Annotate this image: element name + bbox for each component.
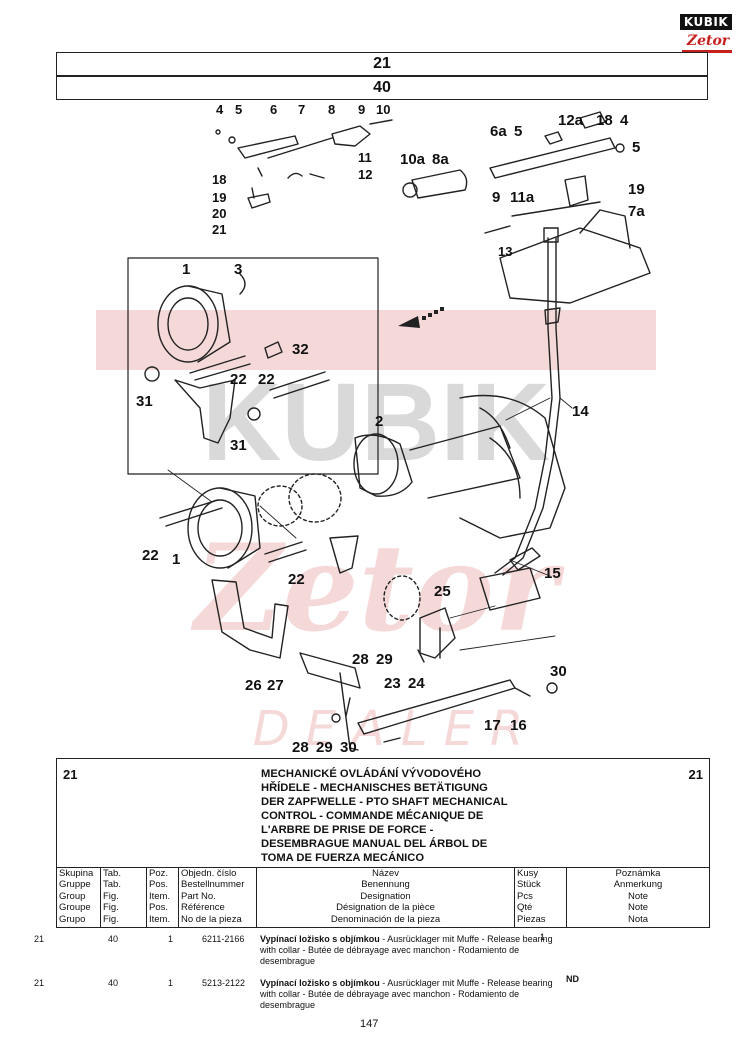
callout-15: 15 — [544, 565, 561, 582]
callout-18-top: 18 — [596, 112, 613, 129]
section-title: MECHANICKÉ OVLÁDÁNÍ VÝVODOVÉHO HŘÍDELE -… — [261, 767, 561, 865]
callout-20: 20 — [212, 206, 226, 221]
callout-14: 14 — [572, 403, 589, 420]
watermark-text: KUBIK — [202, 361, 550, 484]
callout-10a: 10a — [400, 151, 426, 168]
callout-29-lower: 29 — [316, 739, 333, 756]
title-line: DER ZAPFWELLE - PTO SHAFT MECHANICAL — [261, 796, 508, 808]
callout-27: 27 — [267, 677, 284, 694]
callout-16: 16 — [510, 717, 527, 734]
row-pos: 1 — [168, 978, 174, 988]
watermark-text-2: Zetor — [191, 518, 565, 659]
callout-13: 13 — [498, 244, 512, 259]
callout-12a: 12a — [558, 112, 584, 129]
callout-6a: 6a — [490, 123, 507, 140]
callout-22-inset-a: 22 — [230, 371, 247, 388]
title-line: DESEMBRAGUE MANUAL DEL ÁRBOL DE — [261, 838, 488, 850]
title-line: TOMA DE FUERZA MECÁNICO — [261, 852, 425, 864]
row-table: 40 — [108, 934, 119, 944]
row-description: Vypínací ložisko s objímkou - Ausrücklag… — [260, 934, 553, 966]
callout-22-inset-b: 22 — [258, 371, 275, 388]
dealer-watermark: KUBIK Zetor DEALER — [96, 310, 656, 757]
callout-6: 6 — [270, 102, 277, 117]
callout-9-right: 9 — [492, 189, 500, 206]
callout-31-inset-b: 31 — [230, 437, 247, 454]
callout-8: 8 — [328, 102, 335, 117]
title-line: HŘÍDELE - MECHANISCHES BETÄTIGUNG — [261, 782, 488, 794]
group-number-header: 21 — [56, 52, 708, 76]
row-qty: 1 — [540, 932, 546, 942]
callout-25: 25 — [434, 583, 451, 600]
row-order-number: 6211-2166 — [202, 934, 245, 944]
callout-5: 5 — [235, 102, 242, 117]
title-line: MECHANICKÉ OVLÁDÁNÍ VÝVODOVÉHO — [261, 768, 482, 780]
callout-30-lower: 30 — [340, 739, 357, 756]
callout-5-right: 5 — [632, 139, 640, 156]
callout-22-left: 22 — [142, 547, 159, 564]
callout-2: 2 — [375, 413, 383, 430]
title-block: 21 21 MECHANICKÉ OVLÁDÁNÍ VÝVODOVÉHO HŘÍ… — [56, 758, 710, 928]
kubik-zetor-logo: KUBIK Zetor — [676, 10, 736, 56]
callout-17: 17 — [484, 717, 501, 734]
title-group-right: 21 — [688, 767, 703, 782]
callout-7: 7 — [298, 102, 305, 117]
exploded-parts-drawing: 4 5 6 7 8 9 10 11 12 18 19 20 21 6a 5 12… — [127, 102, 651, 756]
row-order-number: 5213-2122 — [202, 978, 246, 988]
logo-brand: KUBIK — [680, 14, 732, 30]
callout-31-inset-a: 31 — [136, 393, 153, 410]
row-note: ND — [566, 974, 579, 984]
callout-28-lower: 28 — [292, 739, 309, 756]
callout-24: 24 — [408, 675, 425, 692]
callout-4: 4 — [216, 102, 224, 117]
row-table: 40 — [108, 978, 119, 988]
callout-12: 12 — [358, 167, 372, 182]
callout-7a: 7a — [628, 203, 645, 220]
title-group-left: 21 — [63, 767, 78, 782]
callout-23: 23 — [384, 675, 401, 692]
callout-19-right: 19 — [628, 181, 645, 198]
callout-28: 28 — [352, 651, 369, 668]
callout-32: 32 — [292, 341, 309, 358]
callout-11a: 11a — [510, 189, 535, 206]
callout-10: 10 — [376, 102, 390, 117]
table-number-header: 40 — [56, 76, 708, 100]
direction-arrow-icon — [398, 307, 444, 328]
callout-4-top: 4 — [620, 112, 629, 129]
callout-11: 11 — [358, 150, 372, 165]
callout-1: 1 — [182, 261, 190, 278]
page-number: 147 — [360, 1018, 379, 1030]
row-description: Vypínací ložisko s objímkou - Ausrücklag… — [260, 978, 553, 1010]
title-line: L'ARBRE DE PRISE DE FORCE - — [261, 824, 434, 836]
callout-18: 18 — [212, 172, 226, 187]
callout-8a: 8a — [432, 151, 449, 168]
callout-26: 26 — [245, 677, 262, 694]
callout-5-top: 5 — [514, 123, 522, 140]
callout-9: 9 — [358, 102, 365, 117]
col-pos: Poz.Pos.Item.Pos.Item. — [147, 868, 179, 928]
row-pos: 1 — [168, 934, 174, 944]
row-group: 21 — [34, 978, 45, 988]
row-group: 21 — [34, 934, 45, 944]
callout-19: 19 — [212, 190, 226, 205]
callout-30-right: 30 — [550, 663, 567, 680]
col-table: Tab.Tab.Fig.Fig.Fig. — [101, 868, 147, 928]
watermark-text-3: DEALER — [253, 701, 540, 757]
title-line: CONTROL - COMMANDE MÉCANIQUE DE — [261, 810, 484, 822]
callout-22-lower: 22 — [288, 571, 305, 588]
callout-21: 21 — [212, 222, 226, 237]
logo-underline — [682, 50, 732, 53]
callout-29: 29 — [376, 651, 393, 668]
callout-1-lower: 1 — [172, 551, 180, 568]
logo-sub: Zetor — [686, 33, 730, 49]
callout-3: 3 — [234, 261, 242, 278]
